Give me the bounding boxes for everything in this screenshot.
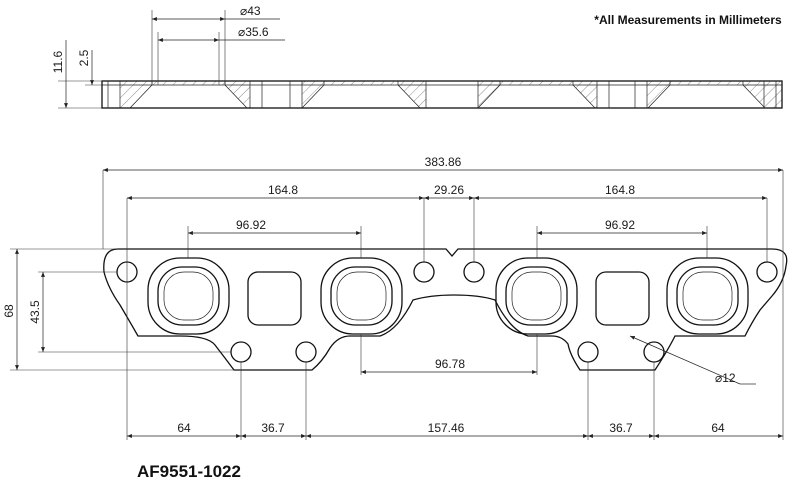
bolt-hole (413, 261, 435, 283)
part-number: AF9551-1022 (137, 462, 241, 481)
port-inner-diameter-label: ⌀35.6 (238, 25, 269, 39)
group-width-left-label: 164.8 (268, 183, 298, 197)
square-opening-left (247, 271, 302, 326)
bolt-diameter-leader (629, 335, 741, 385)
bottom-dim-label: 64 (177, 421, 191, 435)
group-width-right-label: 164.8 (605, 183, 635, 197)
port-diameter-dimensions: ⌀43 ⌀35.6 (151, 4, 285, 85)
bolt-diameter-label: ⌀12 (715, 371, 736, 385)
exhaust-port-1 (147, 257, 230, 335)
section-openings (102, 81, 765, 108)
bolt-vertical-spacing-label: 43.5 (28, 300, 42, 324)
bottom-dim-label: 36.7 (609, 421, 633, 435)
thickness-step-label: 2.5 (77, 49, 91, 66)
bottom-dimension-chain: 64 36.7 157.46 36.7 64 (127, 421, 783, 438)
bottom-dim-label: 157.46 (428, 421, 465, 435)
bolt-hole (577, 341, 599, 363)
section-outline (101, 80, 783, 109)
square-opening-right (595, 271, 650, 326)
overall-height-label: 68 (2, 304, 16, 318)
units-note: *All Measurements in Millimeters (594, 13, 782, 27)
bottom-dim-label: 36.7 (261, 421, 285, 435)
center-spacing-label: 29.26 (434, 183, 464, 197)
inner-port-spacing-label: 96.78 (435, 357, 465, 371)
overall-length-label: 383.86 (425, 155, 462, 169)
bolt-hole (643, 341, 665, 363)
bolt-hole (756, 261, 778, 283)
bolt-hole (230, 341, 252, 363)
port-pitch-right-label: 96.92 (605, 218, 635, 232)
port-pitch-left-label: 96.92 (236, 218, 266, 232)
side-section-view: 11.6 2.5 ⌀43 ⌀35.6 (51, 4, 783, 109)
exhaust-port-3 (495, 257, 578, 335)
exhaust-port-4 (666, 257, 749, 335)
extension-lines (10, 170, 784, 440)
port-outer-diameter-label: ⌀43 (240, 4, 261, 18)
plan-view: 383.86 164.8 29.26 164.8 96.92 96.92 96.… (2, 155, 788, 440)
exhaust-port-2 (320, 257, 403, 335)
bolt-hole (463, 261, 485, 283)
thickness-dimensions: 11.6 2.5 (51, 40, 102, 109)
gasket-outline (103, 248, 788, 371)
bottom-dim-label: 64 (711, 421, 725, 435)
bolt-hole (295, 341, 317, 363)
exhaust-ports (147, 257, 749, 335)
thickness-total-label: 11.6 (51, 50, 65, 73)
